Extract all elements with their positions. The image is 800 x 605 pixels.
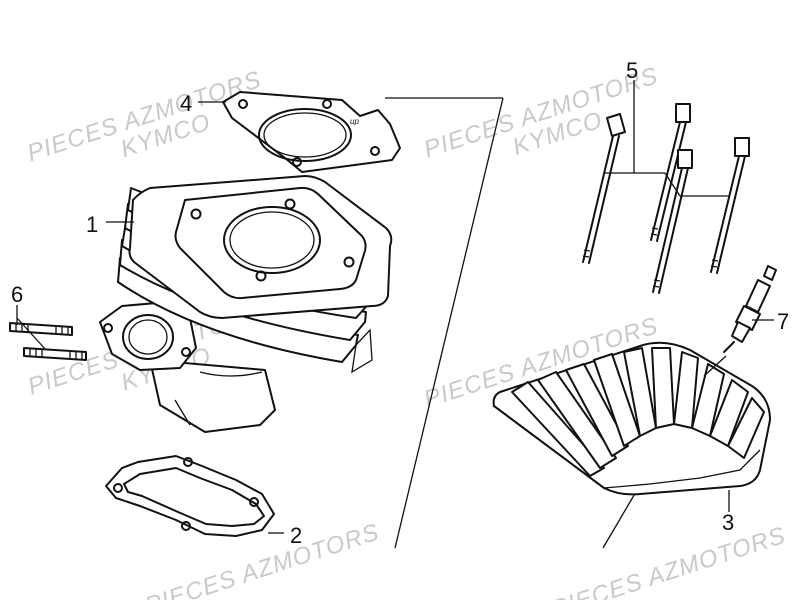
callout-5: 5 <box>626 58 638 83</box>
exhaust-port-flange <box>99 301 197 371</box>
callout-labels: 4 1 2 3 7 5 6 <box>11 58 789 548</box>
callout-leaders <box>16 101 774 534</box>
cylinder-base-gasket <box>105 455 275 537</box>
callout-1: 1 <box>86 212 98 237</box>
watermark-text: PIECES AZMOTORS <box>548 522 789 600</box>
cylinder-head-bolts <box>582 80 750 294</box>
callout-4: 4 <box>180 91 192 116</box>
callout-7: 7 <box>777 309 789 334</box>
section-divider <box>385 97 641 549</box>
callout-3: 3 <box>722 510 734 535</box>
callout-6: 6 <box>11 282 23 307</box>
cylinder-block <box>99 175 393 433</box>
cylinder-head <box>492 341 771 496</box>
cylinder-head-gasket: up <box>222 91 401 173</box>
callout-2: 2 <box>290 523 302 548</box>
spark-plug <box>723 265 777 353</box>
cylinder-studs <box>9 322 87 361</box>
gasket-up-stamp: up <box>350 117 359 126</box>
